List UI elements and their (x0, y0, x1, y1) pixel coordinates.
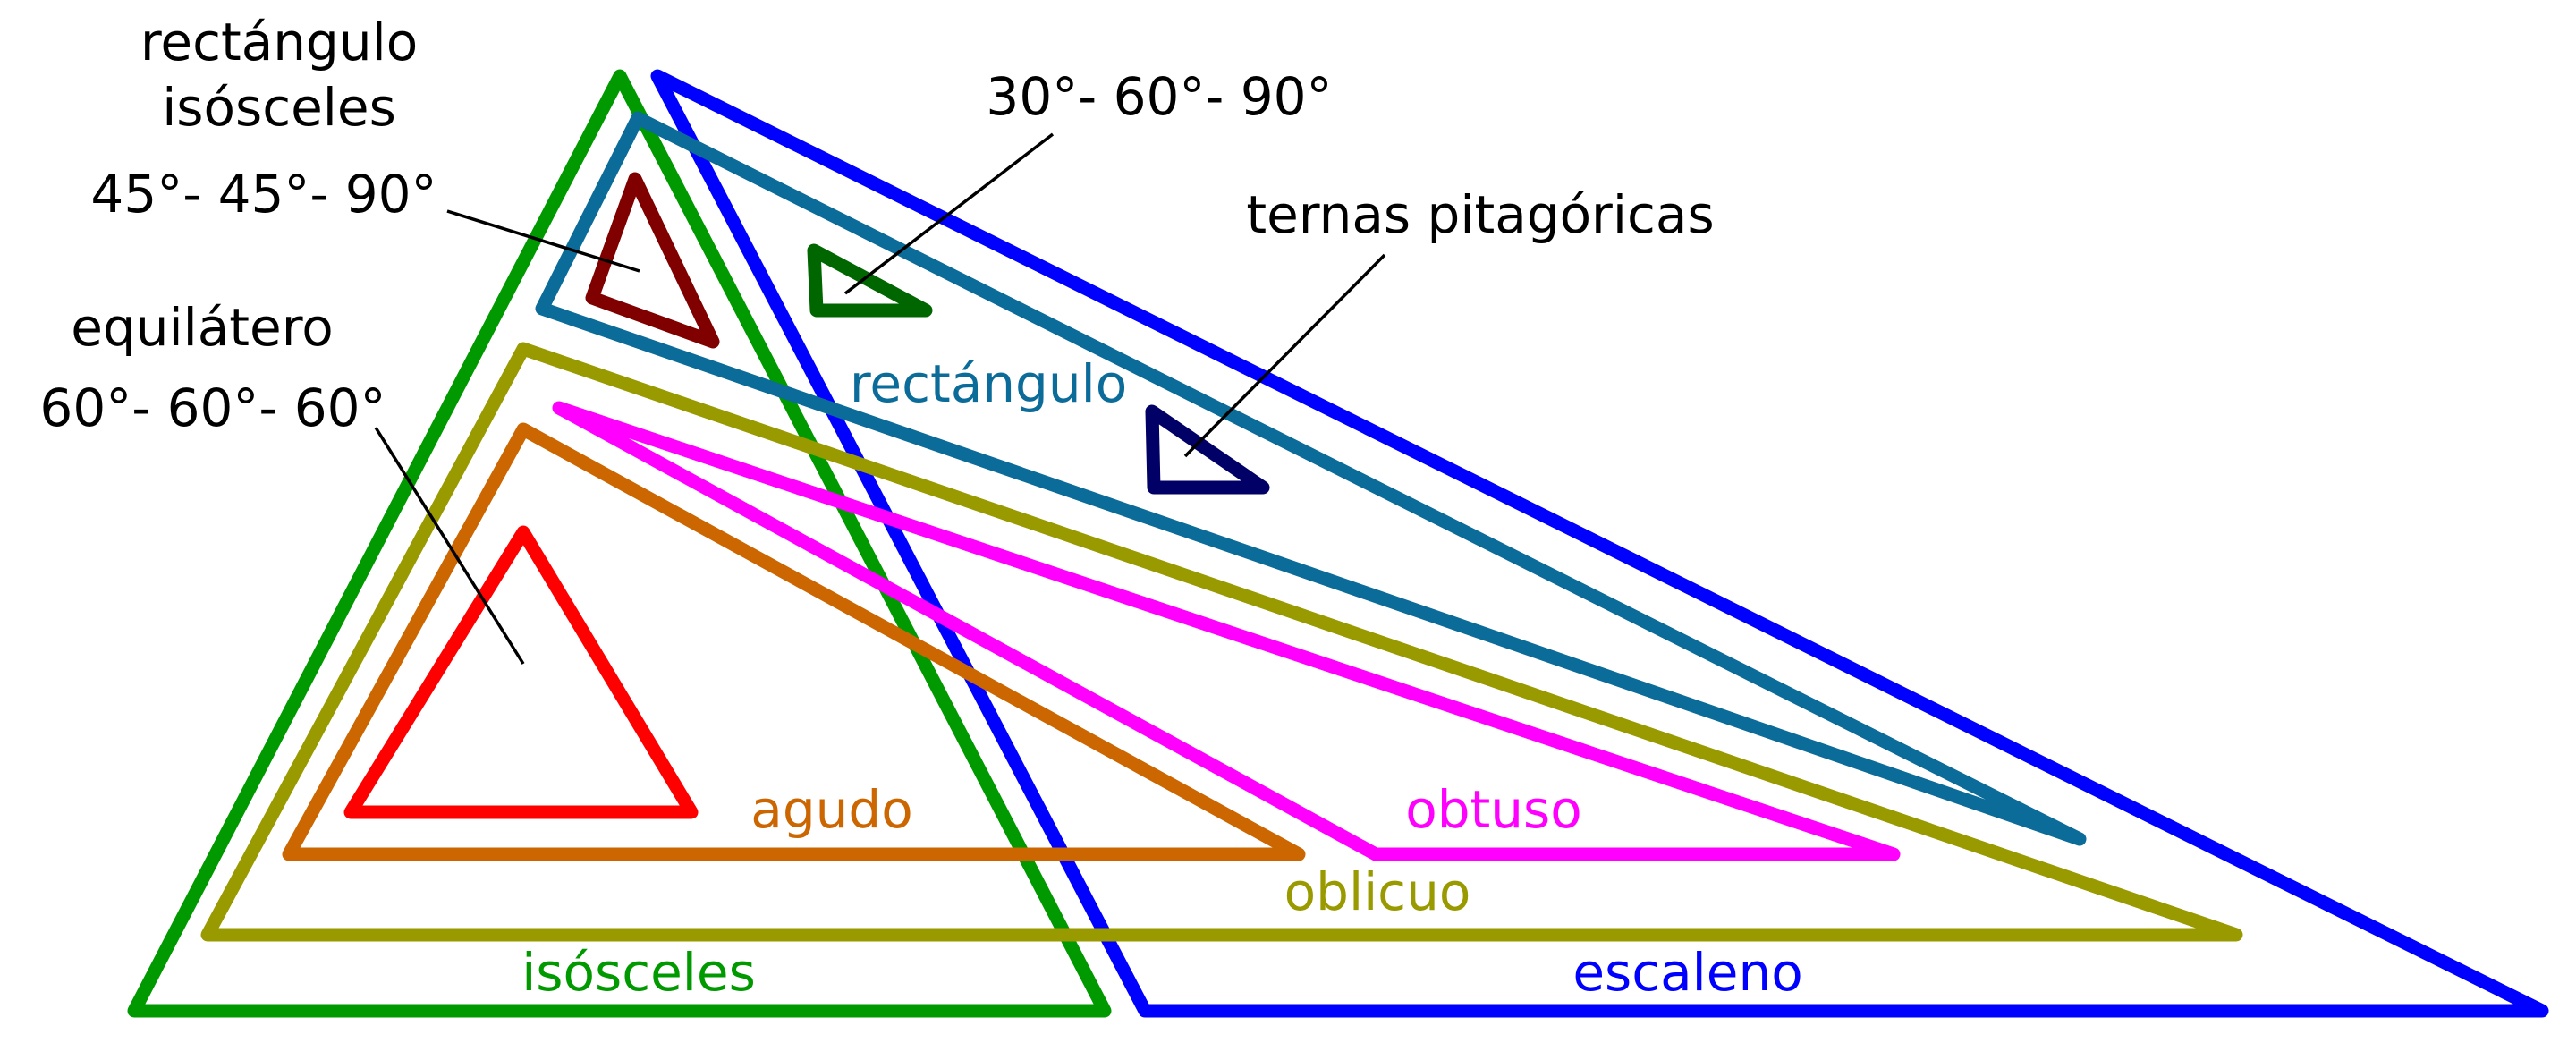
right-isosceles-triangle (585, 172, 720, 349)
label-rect-isosceles-line1: rectángulo (140, 12, 418, 72)
label-equilatero: equilátero (71, 297, 334, 358)
label-isosceles: isósceles (521, 942, 756, 1003)
scalene-triangle (650, 69, 2549, 1018)
leader-line-306090 (843, 132, 1055, 295)
pythagorean-triple-triangle (1145, 404, 1270, 495)
label-angles-606060: 60°- 60°- 60° (39, 377, 386, 438)
acute-triangle (282, 422, 1306, 861)
label-agudo: agudo (750, 779, 912, 840)
triangle-30-60-90 (807, 243, 933, 318)
label-rect-isosceles-line2: isósceles (162, 77, 396, 138)
label-obtuso: obtuso (1405, 779, 1582, 840)
label-rectangulo: rectángulo (850, 353, 1127, 414)
leader-line-454590 (446, 209, 640, 273)
label-escaleno: escaleno (1572, 942, 1802, 1003)
equilateral-triangle (343, 525, 699, 819)
isosceles-triangle (127, 69, 1112, 1018)
label-oblicuo: oblicuo (1284, 861, 1471, 922)
label-angles-306090: 30°- 60°- 90° (986, 66, 1332, 127)
oblique-triangle (200, 342, 2243, 942)
leader-line-ternas (1183, 253, 1386, 458)
label-angles-454590: 45°- 45°- 90° (90, 164, 436, 225)
leader-line-606060 (374, 427, 525, 665)
label-ternas-pitagoricas: ternas pitagóricas (1246, 184, 1714, 245)
right-triangle (535, 111, 2087, 846)
obtuse-triangle (552, 401, 1901, 861)
